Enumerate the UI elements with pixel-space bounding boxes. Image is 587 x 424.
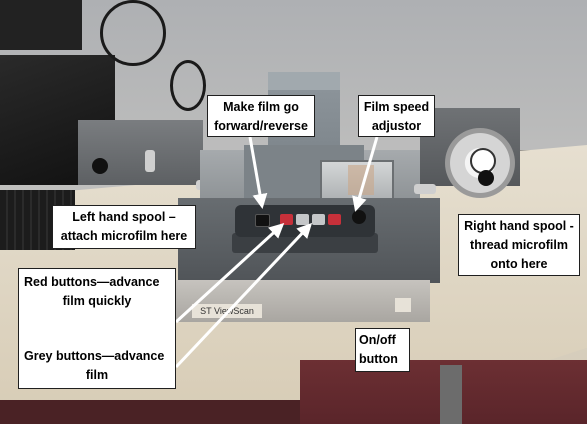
callout-film-speed: Film speed adjustor (358, 95, 435, 137)
callout-text: Make film go (223, 100, 299, 114)
right-spool-knob (478, 170, 494, 186)
callout-left-spool: Left hand spool – attach microfilm here (52, 205, 196, 249)
cable (170, 60, 206, 111)
callout-text: Grey buttons—advance (24, 349, 165, 363)
callout-text: forward/reverse (214, 119, 308, 133)
computer-monitor (0, 0, 82, 50)
callout-text: Red buttons—advance (24, 275, 160, 289)
spool-bolt (145, 150, 155, 172)
callout-text: Right hand spool - (464, 219, 574, 233)
callout-text: thread microfilm (470, 238, 568, 252)
callout-text: button (359, 352, 398, 366)
left-spool-arm (78, 120, 203, 185)
callout-text: film quickly (62, 294, 132, 308)
arrow-to-direction-button (248, 136, 268, 209)
callout-text: film (85, 368, 109, 382)
callout-text: attach microfilm here (60, 229, 188, 243)
callout-right-spool: Right hand spool - thread microfilm onto… (458, 214, 580, 276)
reel-hub (470, 148, 496, 174)
power-switch[interactable] (395, 298, 411, 312)
callout-power: On/off button (355, 328, 410, 372)
fast-advance-button[interactable] (280, 214, 293, 225)
desk-leg (440, 365, 462, 424)
carpet-shadow (0, 400, 300, 424)
callout-film-direction: Make film go forward/reverse (207, 95, 315, 137)
advance-button[interactable] (296, 214, 309, 225)
scanner-tower-top (268, 72, 340, 90)
callout-text: Left hand spool – (72, 210, 176, 224)
arrow-to-grey-button (174, 222, 313, 369)
cable (100, 0, 166, 66)
arrow-to-red-button (174, 222, 285, 324)
fast-advance-button[interactable] (328, 214, 341, 225)
advance-button[interactable] (312, 214, 325, 225)
direction-button[interactable] (255, 214, 270, 227)
film-speed-knob[interactable] (352, 210, 366, 224)
left-spool-knob (92, 158, 108, 174)
callout-text: adjustor (371, 119, 422, 133)
callout-text: Film speed (363, 100, 430, 114)
callout-red-buttons: Red buttons—advance film quickly (18, 268, 176, 348)
callout-text: onto here (490, 257, 548, 271)
callout-grey-buttons: Grey buttons—advance film (18, 345, 176, 389)
arrow-to-speed-knob (352, 136, 379, 212)
callout-text: On/off (359, 333, 396, 347)
